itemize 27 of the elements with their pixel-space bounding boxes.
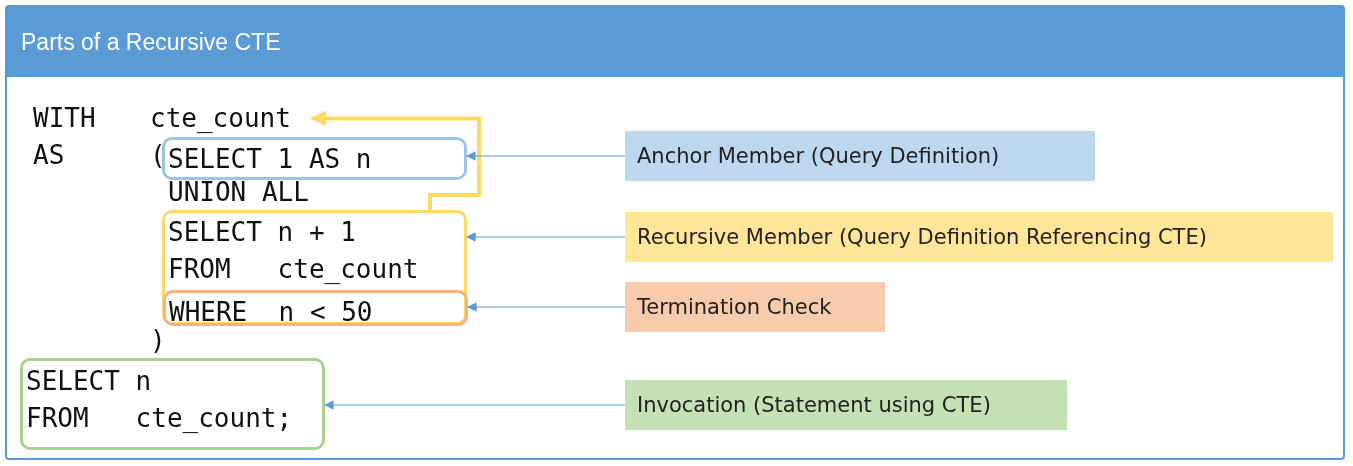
- arrow: [324, 400, 626, 410]
- panel-title: Parts of a Recursive CTE: [21, 29, 281, 56]
- code-text: (: [150, 139, 166, 172]
- code-box: [163, 290, 468, 326]
- arrow: [466, 151, 626, 161]
- annotation-label: Anchor Member (Query Definition): [625, 131, 1095, 181]
- arrow: [310, 110, 481, 210]
- code-text: UNION ALL: [168, 176, 309, 209]
- code-line: SELECT n: [26, 365, 152, 398]
- code-line: FROM cte_count: [168, 253, 419, 286]
- code-line: WHERE n < 50: [169, 296, 373, 329]
- code-text: cte_count: [150, 100, 310, 137]
- code-box: [162, 210, 467, 325]
- arrow: [467, 302, 626, 312]
- code-text: WITH: [33, 102, 96, 135]
- code-line: SELECT n + 1: [168, 216, 356, 249]
- panel: [5, 5, 1345, 460]
- annotation-label: Recursive Member (Query Definition Referencing CTE): [625, 212, 1333, 262]
- annotation-label: Termination Check: [625, 282, 885, 332]
- code-box: [162, 137, 467, 180]
- code-text: AS: [33, 139, 65, 172]
- arrow: [466, 232, 626, 242]
- code-box: [20, 358, 325, 450]
- code-line: SELECT 1 AS n: [168, 143, 372, 176]
- code-line: FROM cte_count;: [26, 402, 293, 435]
- code-text: ): [150, 324, 166, 357]
- annotation-label: Invocation (Statement using CTE): [625, 380, 1067, 430]
